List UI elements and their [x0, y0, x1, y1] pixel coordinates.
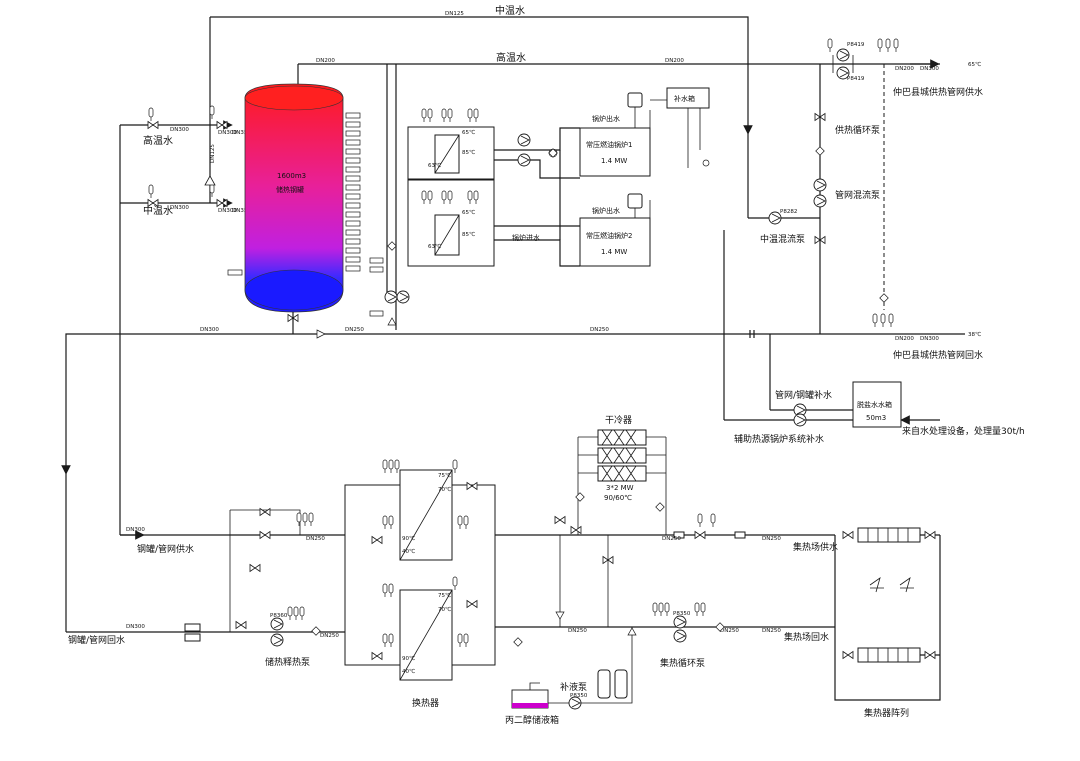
hx-temp: 90℃: [402, 655, 415, 662]
pump-id: P8282: [780, 209, 797, 215]
demin-tank-name: 脱盐水水箱: [857, 400, 892, 409]
top-pipes: [119, 16, 940, 535]
makeup-tank: 补水箱: [674, 94, 695, 103]
mixing-pump-label: 管网混流泵: [835, 189, 880, 201]
pump-id: P8360: [270, 613, 288, 619]
supply-pump-label: 供热循环泵: [835, 124, 880, 136]
size-label: DN250: [306, 536, 325, 542]
hx-temp: 63℃: [428, 162, 441, 169]
boiler2-name: 常压燃油锅炉2: [586, 231, 632, 240]
size-label: DN350: [232, 208, 251, 214]
mid-temp-top-label: 中温水: [495, 4, 525, 17]
mid-temp-left-label: 中温水: [143, 204, 173, 217]
size-label: DN300: [170, 127, 189, 133]
hx-temp: 70℃: [438, 486, 451, 493]
size-label: DN125: [445, 11, 464, 17]
size-label: DN250: [320, 633, 339, 639]
city-supply: 仲巴县城供热管网供水: [893, 86, 983, 98]
size-label: DN300: [218, 208, 237, 214]
return-temp: 38℃: [968, 331, 981, 338]
water-source: 来自水处理设备，处理量30t/h: [902, 425, 1025, 437]
size-label: DN250: [345, 327, 364, 333]
return-line: DN300 DN250 DN250: [61, 230, 965, 632]
boiler-section: 65℃ 85℃ 63℃ 65℃ 85℃ 63℃ 常压燃油锅炉1 1.4 MW 常…: [369, 64, 710, 330]
storage-tank: 1600m3 储热钢罐: [227, 83, 361, 334]
collector-array: [842, 527, 936, 663]
dry-cooler-spec2: 90/60℃: [604, 494, 632, 502]
dry-cooler-spec1: 3*2 MW: [606, 484, 634, 492]
boiler2-power: 1.4 MW: [601, 248, 627, 256]
heat-exchanger-label: 换热器: [412, 697, 439, 709]
city-return: 仲巴县城供热管网回水: [893, 349, 983, 361]
size-label: DN250: [568, 628, 587, 634]
aux-makeup: 辅助热源锅炉系统补水: [734, 433, 824, 445]
size-label: DN200: [665, 58, 684, 64]
size-label: DN300: [126, 527, 145, 533]
boiler-outlet-2: 锅炉出水: [592, 206, 620, 215]
size-label: DN250: [720, 628, 739, 634]
hx-temp: 85℃: [462, 149, 475, 156]
tank-volume: 1600m3: [277, 172, 306, 180]
tank-name: 储热钢罐: [276, 185, 304, 194]
size-label: DN200: [895, 336, 914, 342]
supply-temp: 65℃: [968, 61, 981, 68]
collector-supply-label: 集热场供水: [793, 541, 838, 553]
size-label: DN200: [316, 58, 335, 64]
storage-release-pump: 储热释热泵: [265, 656, 310, 668]
city-section: P8419 P8419 P8282 65℃ 38℃ 仲巴县城供热管网供水 仲巴县…: [747, 38, 983, 361]
boiler1-name: 常压燃油锅炉1: [586, 140, 632, 149]
size-label: DN200: [895, 66, 914, 72]
size-label: DN250: [590, 327, 609, 333]
size-label: DN125: [210, 144, 216, 163]
collector-pump-label: 集热循环泵: [660, 657, 705, 669]
lower-system: 钢罐/管网供水 钢罐/管网回水 DN300 DN300 DN250 DN250 …: [66, 414, 941, 726]
hx-temp: 75℃: [438, 592, 451, 599]
hx-temp: 75℃: [438, 472, 451, 479]
size-label: DN250: [662, 536, 681, 542]
mid-mixing-pump-label: 中温混流泵: [760, 233, 805, 245]
hx-temp: 40℃: [402, 548, 415, 555]
hx-temp: 65℃: [462, 129, 475, 136]
size-label: DN300: [920, 66, 939, 72]
size-label: DN350: [232, 130, 251, 136]
size-label: DN250: [762, 628, 781, 634]
size-label: DN300: [200, 327, 219, 333]
demin-tank-vol: 50m3: [866, 414, 886, 422]
size-label: DN300: [170, 205, 189, 211]
tank-supply-label: 钢罐/管网供水: [137, 543, 194, 555]
hx-temp: 65℃: [462, 209, 475, 216]
left-valves: DN125: [147, 105, 228, 207]
pump-id: P8350: [673, 611, 691, 617]
collector-return-label: 集热场回水: [784, 631, 829, 643]
boiler-outlet-1: 锅炉出水: [592, 114, 620, 123]
net-makeup: 管网/钢罐补水: [775, 389, 832, 401]
dry-cooler-label: 干冷器: [605, 414, 632, 426]
collector-array-label: 集热器阵列: [864, 707, 909, 719]
high-temp-top-label: 高温水: [496, 51, 526, 64]
high-temp-left-label: 高温水: [143, 134, 173, 147]
hx-temp: 40℃: [402, 668, 415, 675]
size-label: DN300: [218, 130, 237, 136]
glycol-tank-label: 丙二醇储液箱: [505, 714, 559, 726]
size-label: DN300: [126, 624, 145, 630]
size-label: DN250: [762, 536, 781, 542]
boiler1-power: 1.4 MW: [601, 157, 627, 165]
hx-temp: 70℃: [438, 606, 451, 613]
makeup-pump-label: 补液泵: [560, 681, 587, 693]
pump-id: P8419: [847, 76, 865, 82]
pump-id: P8350: [570, 693, 588, 699]
hx-temp: 90℃: [402, 535, 415, 542]
boiler-inlet: 锅炉进水: [512, 233, 540, 242]
size-label: DN300: [920, 336, 939, 342]
tank-return-label: 钢罐/管网回水: [68, 634, 125, 646]
pump-id: P8419: [847, 42, 865, 48]
demin-section: 脱盐水水箱 50m3 管网/钢罐补水 辅助热源锅炉系统补水 来自水处理设备，处理…: [724, 381, 1025, 445]
hx-temp: 85℃: [462, 231, 475, 238]
tank-sensor-tags: [227, 112, 361, 276]
hx-temp: 63℃: [428, 243, 441, 250]
